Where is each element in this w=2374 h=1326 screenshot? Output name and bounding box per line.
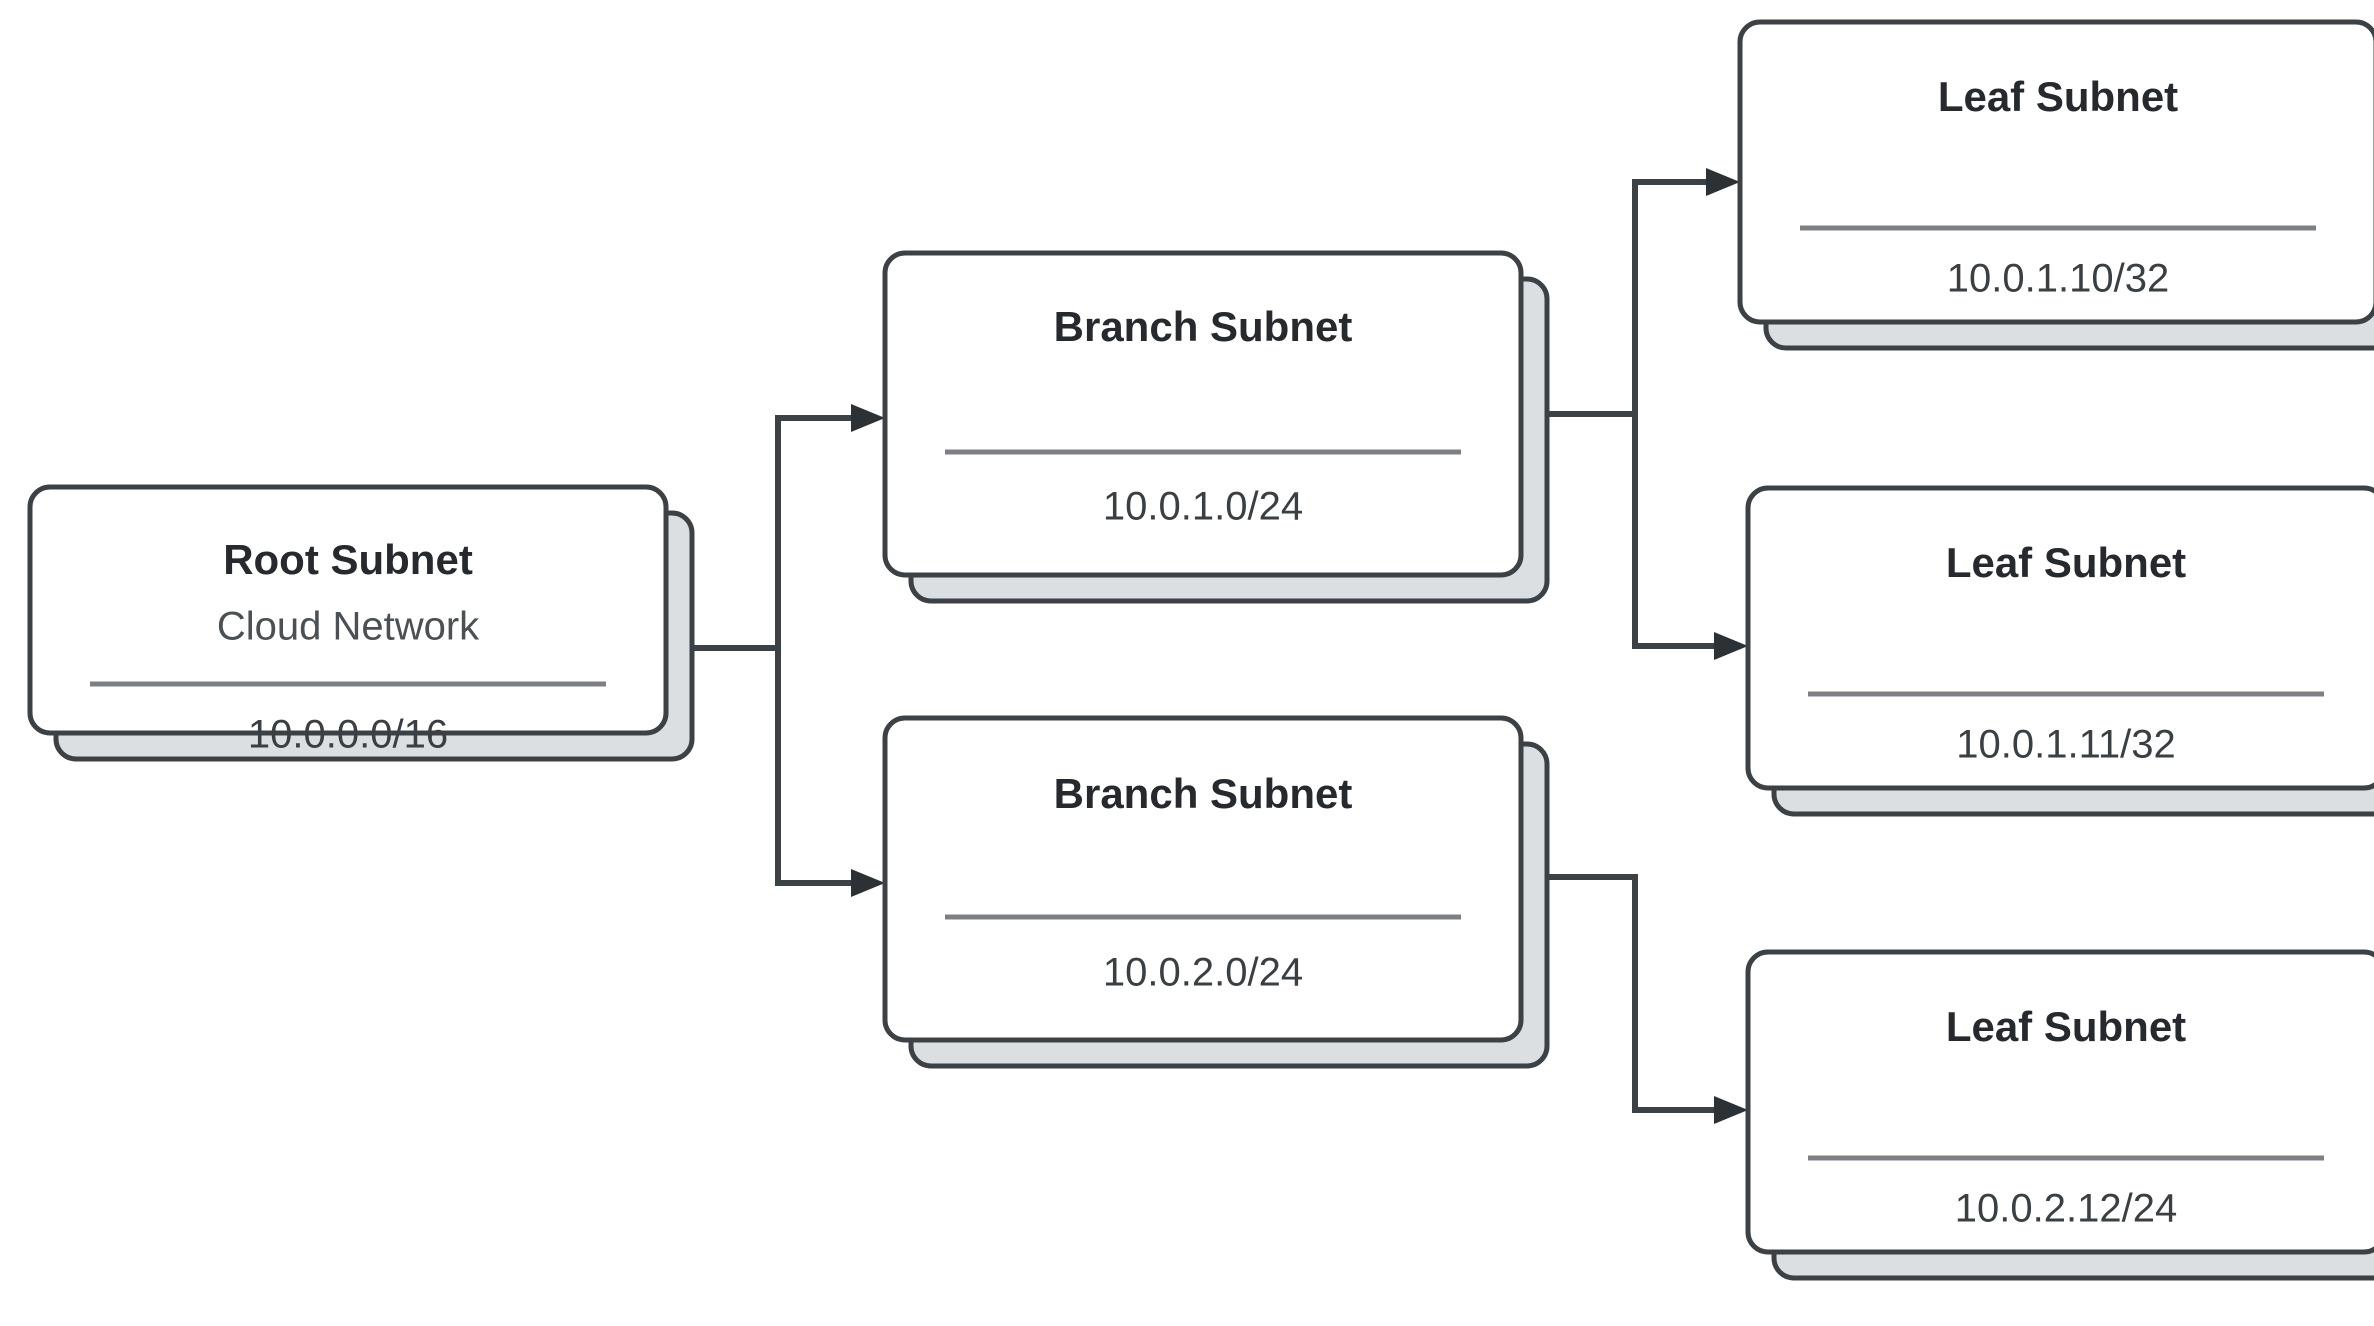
- arrowhead-icon: [1714, 632, 1748, 660]
- card-body: [1737, 19, 2374, 325]
- card-title: Leaf Subnet: [1946, 539, 2186, 586]
- subnet-card-branch-2[interactable]: Branch Subnet 10.0.2.0/24: [882, 715, 1550, 1069]
- subnet-card-leaf-3[interactable]: Leaf Subnet 10.0.2.12/24: [1745, 949, 2374, 1281]
- connector-root-to-branch-2: [666, 645, 885, 897]
- card-body: [1745, 949, 2374, 1255]
- card-body: [882, 250, 1524, 578]
- connector-root-to-branch-1: [666, 404, 885, 651]
- card-cidr-value: 10.0.1.0/24: [1103, 485, 1303, 529]
- card-title: Branch Subnet: [1054, 770, 1353, 817]
- arrowhead-icon: [1706, 168, 1740, 196]
- arrowhead-icon: [1714, 1096, 1748, 1124]
- card-cidr-value: 10.0.2.12/24: [1955, 1187, 2177, 1231]
- connector-branch-1-to-leaf-1: [1521, 168, 1740, 417]
- connector-path: [1521, 874, 1718, 1113]
- card-body: [882, 715, 1524, 1043]
- subnet-card-leaf-1[interactable]: Leaf Subnet 10.0.1.10/32: [1737, 19, 2374, 351]
- card-body: [1745, 485, 2374, 791]
- card-title: Root Subnet: [223, 536, 473, 583]
- card-title: Branch Subnet: [1054, 303, 1353, 350]
- card-cidr-value: 10.0.2.0/24: [1103, 951, 1303, 995]
- card-body: [27, 484, 669, 736]
- subnet-card-branch-1[interactable]: Branch Subnet 10.0.1.0/24: [882, 250, 1550, 604]
- connector-path: [666, 645, 855, 886]
- subnet-card-leaf-2[interactable]: Leaf Subnet 10.0.1.11/32: [1745, 485, 2374, 817]
- card-title: Leaf Subnet: [1946, 1003, 2186, 1050]
- arrowhead-icon: [851, 869, 885, 897]
- card-cidr-value: 10.0.1.10/32: [1947, 257, 2169, 301]
- card-cidr-value: 10.0.1.11/32: [1956, 723, 2175, 767]
- arrowhead-icon: [851, 404, 885, 432]
- connector-branch-1-to-leaf-2: [1521, 411, 1748, 660]
- connector-path: [1521, 411, 1718, 649]
- card-title: Leaf Subnet: [1938, 73, 2178, 120]
- connector-layer: [666, 168, 1748, 1124]
- connector-branch-2-to-leaf-3: [1521, 874, 1748, 1124]
- card-cidr-value: 10.0.0.0/16: [248, 713, 448, 757]
- card-subtitle: Cloud Network: [217, 605, 480, 649]
